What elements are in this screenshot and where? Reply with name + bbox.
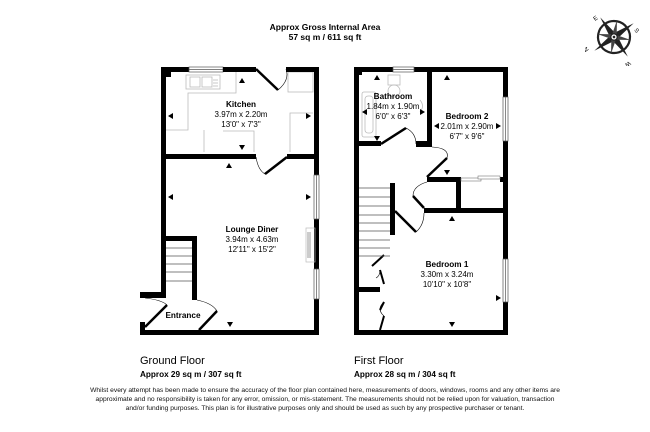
ground-floor-stairs [166, 247, 192, 282]
compass-label-e: E [593, 15, 600, 22]
ground-floor-plan: Kitchen 3.97m x 2.20m 13'0" x 7'3" Loung… [140, 66, 320, 335]
fireplace [305, 227, 316, 263]
entrance-label: Entrance [165, 311, 200, 320]
first-floor-dimension-markers [362, 75, 501, 327]
lounge-diner-metric: 3.94m x 4.63m [226, 235, 279, 244]
bathroom-label: Bathroom [374, 92, 413, 101]
compass-label-s: S [632, 28, 639, 35]
compass-label-n: N [585, 45, 591, 52]
gross-area-value: 57 sq m / 611 sq ft [288, 32, 362, 42]
gross-area-title: Approx Gross Internal Area [269, 22, 381, 32]
first-floor-name: First Floor [354, 355, 404, 367]
bathroom-fittings [361, 74, 423, 138]
lounge-diner-imperial: 12'11" x 15'2" [228, 245, 276, 254]
wardrobe-sliding-doors [460, 175, 501, 182]
first-floor-caption: First Floor Approx 28 sq m / 304 sq ft [354, 355, 455, 381]
compass-label-w: W [623, 59, 631, 66]
bedroom-2-label: Bedroom 2 [446, 112, 489, 121]
first-floor-stairs [359, 187, 390, 257]
first-floor-walls [354, 67, 508, 335]
first-floor-area: Approx 28 sq m / 304 sq ft [354, 370, 456, 379]
kitchen-label: Kitchen [226, 100, 256, 109]
gross-area-header: Approx Gross Internal Area 57 sq m / 611… [0, 22, 650, 42]
bathroom-metric: 1.84m x 1.90m [367, 102, 420, 111]
ground-floor-windows [188, 66, 320, 300]
bedroom-1-metric: 3.30m x 3.24m [421, 270, 474, 279]
disclaimer-text: Whilst every attempt has been made to en… [90, 387, 560, 413]
ground-floor-dimension-markers [168, 78, 311, 327]
first-floor-plan: Bathroom 1.84m x 1.90m 6'0" x 6'3" Bedro… [354, 66, 509, 335]
kitchen-imperial: 13'0" x 7'3" [221, 120, 261, 129]
ground-floor-area: Approx 29 sq m / 307 sq ft [140, 370, 242, 379]
kitchen-metric: 3.97m x 2.20m [215, 110, 268, 119]
bedroom-1-imperial: 10'10" x 10'8" [423, 280, 471, 289]
ground-floor-doors [144, 68, 288, 331]
compass-rose-icon: E S W N [585, 15, 640, 66]
ground-floor-walls [140, 67, 319, 335]
bedroom-2-imperial: 6'7" x 9'6" [450, 132, 485, 141]
hearth [307, 232, 311, 258]
first-floor-doors [371, 126, 448, 331]
bedroom-1-label: Bedroom 1 [426, 260, 469, 269]
bedroom-2-metric: 2.01m x 2.90m [441, 122, 494, 131]
ground-floor-name: Ground Floor [140, 355, 205, 367]
ground-floor-caption: Ground Floor Approx 29 sq m / 307 sq ft [140, 355, 241, 381]
bathroom-imperial: 6'0" x 6'3" [376, 112, 411, 121]
first-floor-windows [392, 66, 509, 303]
lounge-diner-label: Lounge Diner [226, 225, 280, 234]
